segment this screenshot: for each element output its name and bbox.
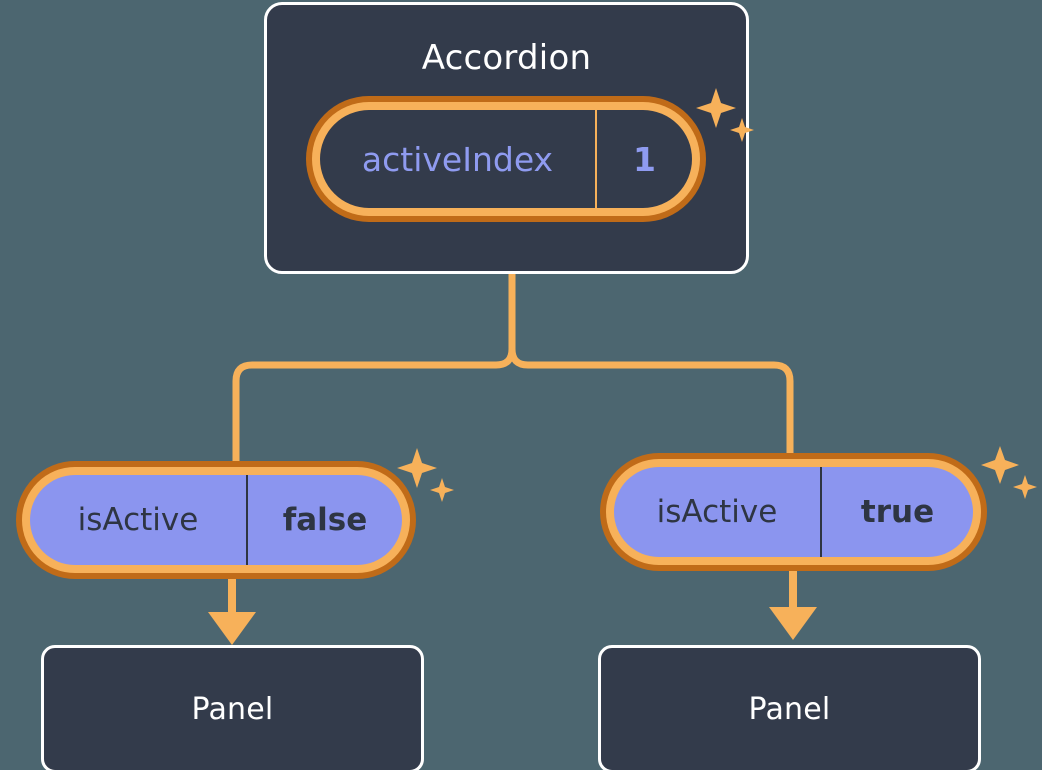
state-pill-body: isActive true xyxy=(614,467,973,557)
arrow-right-pill-to-panel xyxy=(769,571,817,640)
node-panel-right[interactable]: Panel xyxy=(598,645,981,773)
state-pill-key: activeIndex xyxy=(320,110,597,208)
state-pill-value: true xyxy=(860,494,935,530)
state-pill-value: false xyxy=(282,502,368,538)
state-pill-body: isActive false xyxy=(30,475,402,565)
node-accordion-label: Accordion xyxy=(421,38,592,78)
connector-root-to-branches xyxy=(508,270,794,466)
state-pill-ring-inner: isActive false xyxy=(22,467,410,573)
node-panel-label: Panel xyxy=(748,692,831,727)
state-pill-key: isActive xyxy=(614,467,822,557)
state-pill-value: 1 xyxy=(633,139,656,179)
node-panel-label: Panel xyxy=(191,692,274,727)
node-panel-left[interactable]: Panel xyxy=(41,645,424,773)
state-pill-isactive-false[interactable]: isActive false xyxy=(16,461,416,579)
connector-root-to-left-branch xyxy=(232,345,516,474)
state-pill-isactive-true[interactable]: isActive true xyxy=(600,453,987,571)
state-pill-ring-inner: activeIndex 1 xyxy=(312,102,700,216)
state-pill-activeindex[interactable]: activeIndex 1 xyxy=(306,96,706,222)
arrow-left-pill-to-panel xyxy=(208,579,256,645)
state-pill-ring-inner: isActive true xyxy=(606,459,981,565)
state-pill-body: activeIndex 1 xyxy=(320,110,692,208)
state-pill-key: isActive xyxy=(30,475,248,565)
